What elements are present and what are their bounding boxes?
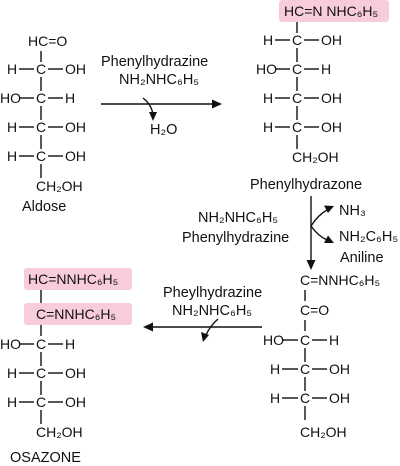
keto-c3-carbon: C xyxy=(300,332,310,348)
keto-terminal-group: CH₂OH xyxy=(300,424,347,440)
step3-arrowhead xyxy=(143,322,153,332)
step2-byproduct-arrow-1 xyxy=(310,209,328,227)
step2-arrowhead xyxy=(306,260,316,270)
aldose-c2-carbon: C xyxy=(36,61,46,77)
phenylhydrazone-c5-right: OH xyxy=(321,119,342,135)
osazone-terminal-group: CH₂OH xyxy=(36,424,83,440)
osazone-second-group: C=NNHC₆H₅ xyxy=(36,306,116,322)
phenylhydrazone-c3-carbon: C xyxy=(292,61,302,77)
phenylhydrazone-c2-left: H xyxy=(263,32,273,48)
osazone-second-highlight xyxy=(24,303,132,325)
osazone-top-highlight xyxy=(24,268,132,290)
step2-reaction: NH₂NHC₆H₅ Phenylhydrazine NH₃ NH₂C₆H₅ An… xyxy=(182,196,398,270)
osazone-c5-left: H xyxy=(7,394,17,410)
keto-c4-carbon: C xyxy=(300,361,310,377)
aldose-c2-left: H xyxy=(7,61,17,77)
aldose-structure: HC=O H C OH HO C H H C OH H C OH CH₂OH A… xyxy=(0,33,86,215)
phenylhydrazone-c3-right: H xyxy=(321,61,331,77)
keto-c5-left: H xyxy=(270,390,280,406)
phenylhydrazone-top-group: HC=N NHC₆H₅ xyxy=(284,3,378,19)
aldose-c4-left: H xyxy=(7,119,17,135)
osazone-structure: HC=NNHC₆H₅ C=NNHC₆H₅ HO C H H C OH H C O… xyxy=(0,268,132,466)
keto-second-group: C=O xyxy=(300,302,329,318)
step1-arrowhead xyxy=(212,99,222,109)
step2-byproduct-arrowhead-2 xyxy=(324,235,334,243)
osazone-c4-carbon: C xyxy=(36,365,46,381)
phenylhydrazone-highlight xyxy=(279,0,389,22)
osazone-c3-carbon: C xyxy=(36,336,46,352)
aldose-c4-carbon: C xyxy=(36,119,46,135)
osazone-c5-right: OH xyxy=(65,394,86,410)
keto-c4-left: H xyxy=(270,361,280,377)
step2-byproduct-2: NH₂C₆H₅ xyxy=(339,229,398,245)
phenylhydrazone-c4-right: OH xyxy=(321,90,342,106)
aldose-c5-left: H xyxy=(7,148,17,164)
step1-reagent-formula: NH₂NHC₆H₅ xyxy=(119,72,199,88)
step1-byproduct: H₂O xyxy=(150,122,177,138)
keto-c3-left: HO xyxy=(263,332,284,348)
step1-reagent-name: Phenylhydrazine xyxy=(101,54,208,70)
aldose-c3-right: H xyxy=(65,90,75,106)
step3-reagent-arrow xyxy=(205,318,219,336)
step2-byproduct-arrow-2 xyxy=(310,225,328,241)
step2-reagent-name: Phenylhydrazine xyxy=(182,230,289,246)
phenylhydrazone-c4-carbon: C xyxy=(292,90,302,106)
osazone-c5-carbon: C xyxy=(36,394,46,410)
phenylhydrazone-c2-right: OH xyxy=(321,32,342,48)
step3-reagent-formula: NH₂NHC₆H₅ xyxy=(172,303,252,319)
aldose-terminal-group: CH₂OH xyxy=(36,178,83,194)
phenylhydrazone-structure: HC=N NHC₆H₅ H C OH HO C H H C OH H C OH … xyxy=(250,0,389,193)
step3-reagent-arrowhead xyxy=(201,332,209,342)
phenylhydrazone-c3-left: HO xyxy=(256,61,277,77)
step2-byproduct-1: NH₃ xyxy=(339,203,366,219)
osazone-top-group: HC=NNHC₆H₅ xyxy=(28,271,118,287)
phenylhydrazone-c5-left: H xyxy=(263,119,273,135)
aldose-c3-left: HO xyxy=(0,90,21,106)
phenylhydrazone-terminal-group: CH₂OH xyxy=(292,149,339,165)
osazone-c3-right: H xyxy=(65,336,75,352)
aldose-aldehyde-group: HC=O xyxy=(28,33,67,49)
step2-byproduct-arrowhead-1 xyxy=(324,205,334,213)
step3-reagent-name: Pheylhydrazine xyxy=(163,285,262,301)
aldose-label: Aldose xyxy=(22,199,66,215)
phenylhydrazone-c5-carbon: C xyxy=(292,119,302,135)
phenylhydrazone-c2-carbon: C xyxy=(292,32,302,48)
aldose-c4-right: OH xyxy=(65,119,86,135)
step2-reagent-formula: NH₂NHC₆H₅ xyxy=(198,210,278,226)
osazone-c3-left: HO xyxy=(0,336,21,352)
keto-c3-right: H xyxy=(329,332,339,348)
keto-top-group: C=NNHC₆H₅ xyxy=(300,272,380,288)
osazone-label: OSAZONE xyxy=(10,450,81,466)
keto-c5-carbon: C xyxy=(300,390,310,406)
osazone-c4-right: OH xyxy=(65,365,86,381)
phenylhydrazone-c4-left: H xyxy=(263,90,273,106)
keto-c4-right: OH xyxy=(329,361,350,377)
keto-c5-right: OH xyxy=(329,390,350,406)
aldose-c5-right: OH xyxy=(65,148,86,164)
phenylhydrazone-label: Phenylhydrazone xyxy=(250,177,362,193)
step1-reaction: Phenylhydrazine NH₂NHC₆H₅ H₂O xyxy=(101,54,222,138)
aldose-c2-right: OH xyxy=(65,61,86,77)
step1-byproduct-arrow xyxy=(142,97,154,115)
step2-byproduct-2-name: Aniline xyxy=(340,250,384,266)
step3-reaction: Pheylhydrazine NH₂NHC₆H₅ xyxy=(143,285,262,342)
osazone-c4-left: H xyxy=(7,365,17,381)
step1-byproduct-arrowhead xyxy=(149,112,157,121)
aldose-c3-carbon: C xyxy=(36,90,46,106)
aldose-c5-carbon: C xyxy=(36,148,46,164)
keto-intermediate-structure: C=NNHC₆H₅ C=O HO C H H C OH H C OH CH₂OH xyxy=(263,272,380,440)
